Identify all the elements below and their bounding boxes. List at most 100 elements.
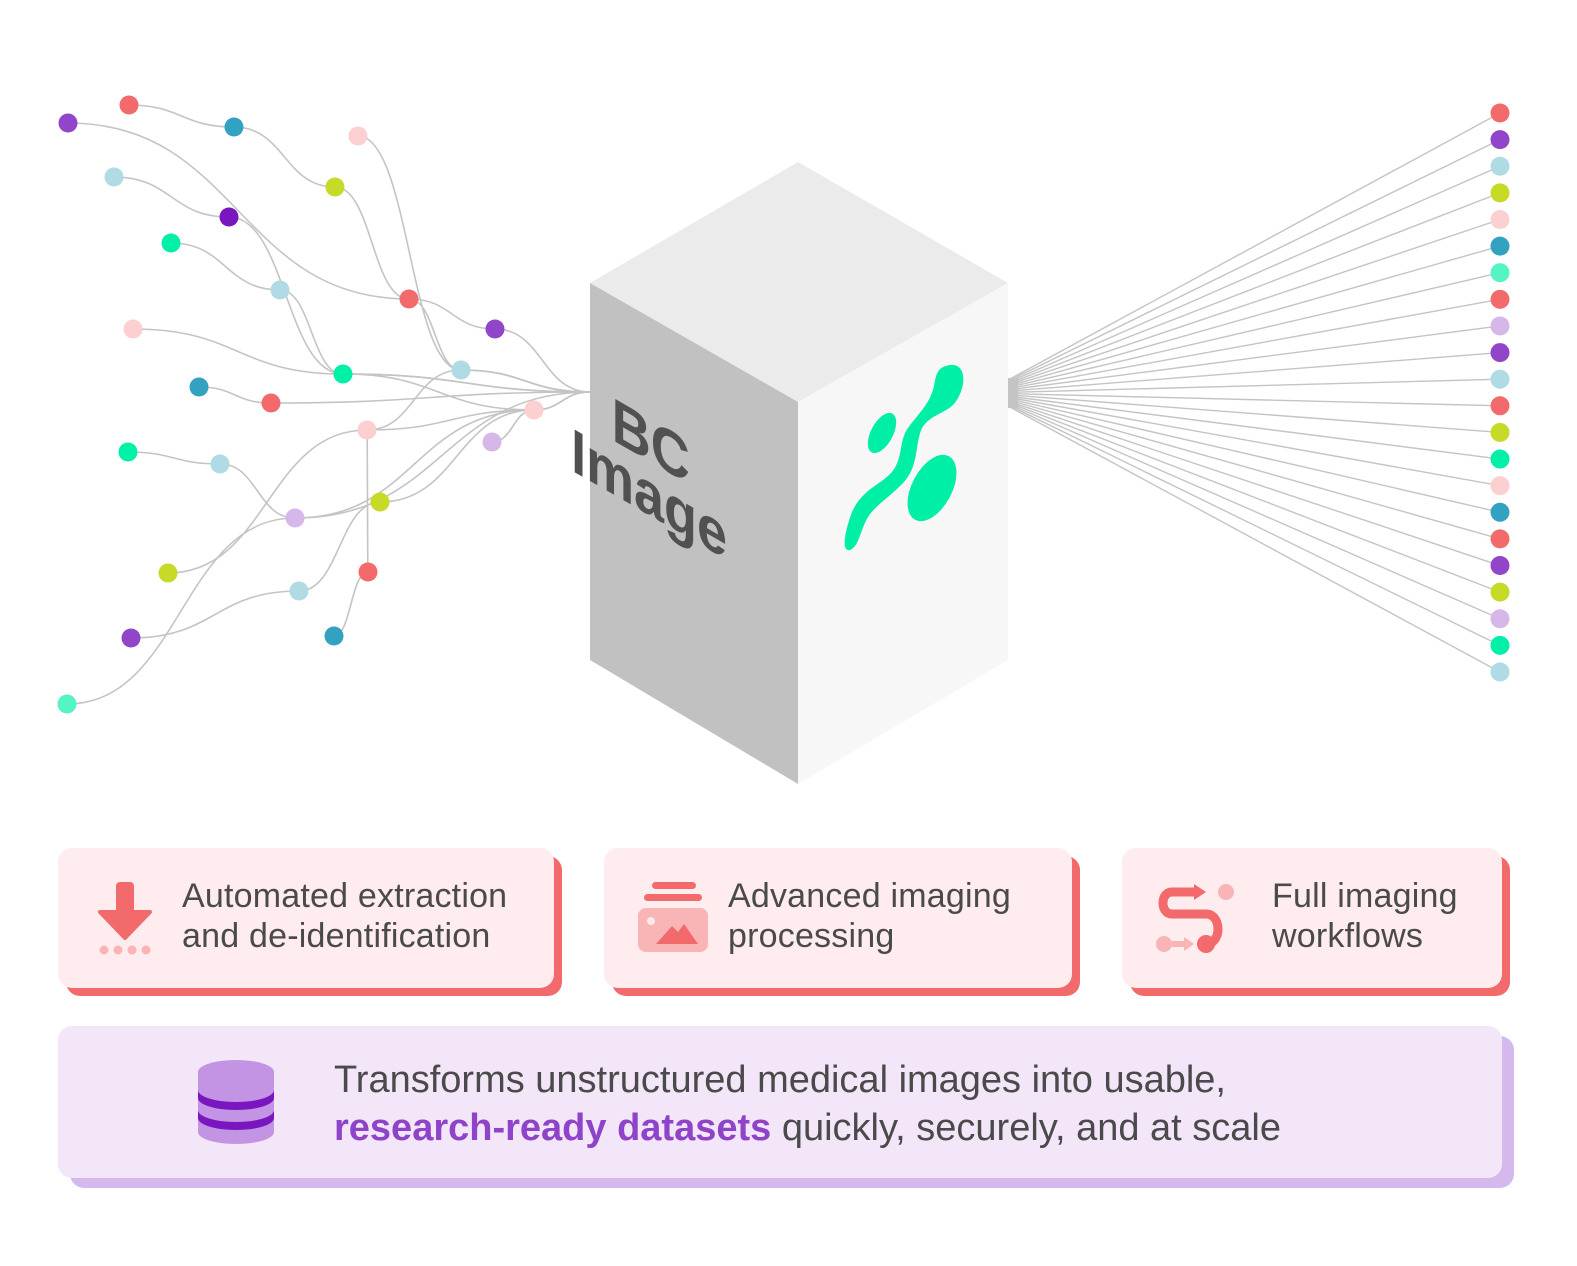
input-node	[285, 508, 305, 528]
feature-label: Automated extraction and de-identificati…	[182, 876, 507, 956]
input-node	[524, 400, 544, 420]
input-node	[210, 454, 230, 474]
input-node	[333, 364, 353, 384]
output-node	[1490, 316, 1510, 336]
input-connector-lines	[66, 104, 591, 705]
database-icon	[198, 1060, 274, 1144]
output-node	[1490, 209, 1510, 229]
feature-label-line1: Advanced imaging	[728, 877, 1011, 915]
download-arrow-icon	[98, 882, 152, 955]
feature-card-extraction: Automated extraction and de-identificati…	[58, 848, 554, 988]
connector-line	[1007, 325, 1501, 391]
connector-line	[1007, 112, 1501, 381]
input-node	[57, 694, 77, 714]
connector-line	[1007, 298, 1501, 390]
output-node	[1490, 396, 1510, 416]
output-connector-lines	[1007, 112, 1501, 673]
input-node	[451, 360, 471, 380]
input-node	[289, 581, 309, 601]
input-node	[358, 562, 378, 582]
box-top-face	[590, 162, 1008, 402]
output-node	[1490, 662, 1510, 682]
output-node	[1490, 236, 1510, 256]
connector-line	[1007, 405, 1501, 673]
input-node	[219, 207, 239, 227]
connector-line	[1007, 272, 1501, 389]
input-node	[348, 126, 368, 146]
feature-card-processing: Advanced imaging processing	[604, 848, 1072, 988]
input-node	[357, 420, 377, 440]
input-node	[399, 289, 419, 309]
output-nodes	[1490, 103, 1510, 682]
summary-banner: Transforms unstructured medical images i…	[58, 1026, 1502, 1178]
input-nodes	[57, 95, 544, 714]
output-node	[1490, 476, 1510, 496]
image-stack-icon	[638, 882, 708, 952]
input-node	[485, 319, 505, 339]
feature-label-line1: Full imaging	[1272, 877, 1458, 915]
bc-platform-logo-icon	[844, 364, 964, 551]
feature-label: Advanced imaging processing	[728, 876, 1011, 956]
output-node	[1490, 609, 1510, 629]
summary-line2: research-ready datasets quickly, securel…	[334, 1104, 1281, 1152]
workflow-path-icon	[1156, 884, 1234, 953]
input-node	[325, 177, 345, 197]
output-node	[1490, 582, 1510, 602]
output-node	[1490, 156, 1510, 176]
output-node	[1490, 635, 1510, 655]
output-node	[1490, 263, 1510, 283]
connector-line	[1007, 245, 1501, 387]
data-flow-diagram: BC Image	[57, 95, 1510, 784]
feature-label-line2: workflows	[1272, 917, 1424, 955]
input-node	[161, 233, 181, 253]
feature-label-line2: processing	[728, 917, 895, 955]
output-node	[1490, 369, 1510, 389]
connector-line	[1007, 218, 1501, 386]
connector-curve	[132, 328, 591, 411]
input-node	[189, 377, 209, 397]
box-left-face	[590, 283, 798, 784]
connector-line	[1007, 396, 1501, 487]
summary-text: Transforms unstructured medical images i…	[334, 1056, 1281, 1152]
input-node	[104, 167, 124, 187]
connector-curve	[167, 391, 591, 574]
input-node	[158, 563, 178, 583]
input-node	[58, 113, 78, 133]
output-node	[1490, 449, 1510, 469]
input-node	[324, 626, 344, 646]
connector-line	[1007, 401, 1501, 593]
output-node	[1490, 289, 1510, 309]
input-node	[482, 432, 502, 452]
input-node	[118, 442, 138, 462]
summary-line1: Transforms unstructured medical images i…	[334, 1059, 1226, 1101]
input-node	[119, 95, 139, 115]
input-node	[123, 319, 143, 339]
feature-card-workflows: Full imaging workflows	[1122, 848, 1502, 988]
input-node	[370, 492, 390, 512]
connector-line	[1007, 400, 1501, 567]
connector-curve	[113, 176, 591, 393]
output-node	[1490, 183, 1510, 203]
output-node	[1490, 556, 1510, 576]
output-node	[1490, 130, 1510, 150]
connector-curve	[198, 386, 591, 404]
feature-label: Full imaging workflows	[1272, 876, 1458, 956]
connector-curve	[170, 242, 591, 393]
connector-line	[1007, 402, 1501, 620]
connector-line	[1007, 165, 1501, 384]
output-node	[1490, 422, 1510, 442]
connector-line	[1007, 351, 1501, 392]
output-port	[1008, 378, 1018, 408]
connector-line	[1007, 394, 1501, 434]
output-node	[1490, 529, 1510, 549]
connector-line	[1007, 395, 1501, 460]
box-right-face	[798, 283, 1008, 784]
feature-label-line2: and de-identification	[182, 917, 491, 955]
output-node	[1490, 502, 1510, 522]
summary-line2-rest: quickly, securely, and at scale	[771, 1107, 1281, 1149]
connector-line	[1007, 138, 1501, 382]
connector-curve	[357, 135, 591, 393]
connector-curve	[67, 122, 591, 393]
connector-line	[1007, 378, 1501, 394]
connector-line	[1007, 399, 1501, 540]
